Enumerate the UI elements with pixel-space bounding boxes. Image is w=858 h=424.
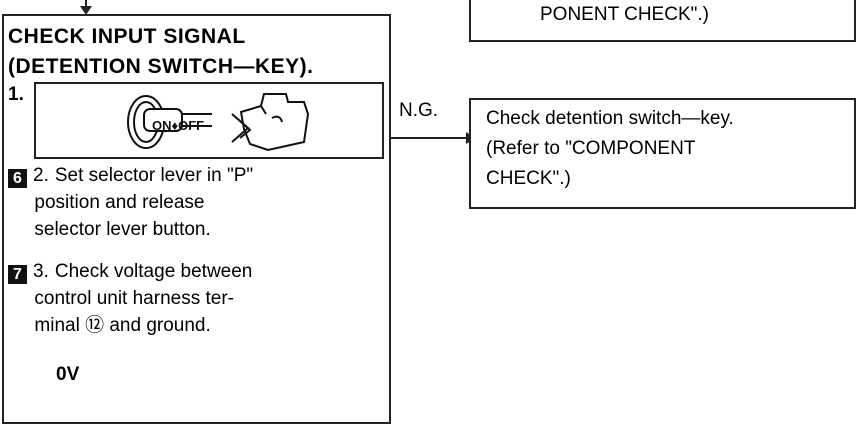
key-on-off-label: ON♦OFF <box>152 118 204 133</box>
step1-number: 1. <box>8 84 24 105</box>
ignition-key-icon <box>127 95 212 149</box>
check-detention-switch-box <box>469 98 856 209</box>
key-and-engine-illustration: ON♦OFF <box>34 82 384 159</box>
step2-badge: 6 <box>8 169 27 188</box>
step2: 6 2.Set selector lever in "P" position an… <box>8 162 253 243</box>
incoming-arrow-head-icon <box>80 6 92 15</box>
component-check-text-top: PONENT CHECK".) <box>540 4 709 25</box>
step2-text: Set selector lever in "P" position and r… <box>34 165 254 240</box>
check-input-signal-heading: CHECK INPUT SIGNAL (DETENTION SWITCH—KEY… <box>8 25 314 78</box>
component-check-box-top <box>469 0 856 42</box>
step3-badge: 7 <box>8 265 27 284</box>
check-detention-switch-text: Check detention switch—key. (Refer to "C… <box>486 108 734 189</box>
engine-icon <box>231 93 310 152</box>
incoming-arrow-line <box>85 0 87 10</box>
step2-number: 2. <box>33 165 49 186</box>
expected-voltage: 0V <box>56 364 80 385</box>
ignition-key-engine-icon: ON♦OFF <box>127 93 310 152</box>
step3: 7 3.Check voltage between control unit ha… <box>8 258 252 339</box>
step3-number: 3. <box>33 261 49 282</box>
ng-label: N.G. <box>399 100 439 121</box>
step3-text: Check voltage between control unit harne… <box>34 261 253 336</box>
ng-arrow-line <box>391 137 474 139</box>
